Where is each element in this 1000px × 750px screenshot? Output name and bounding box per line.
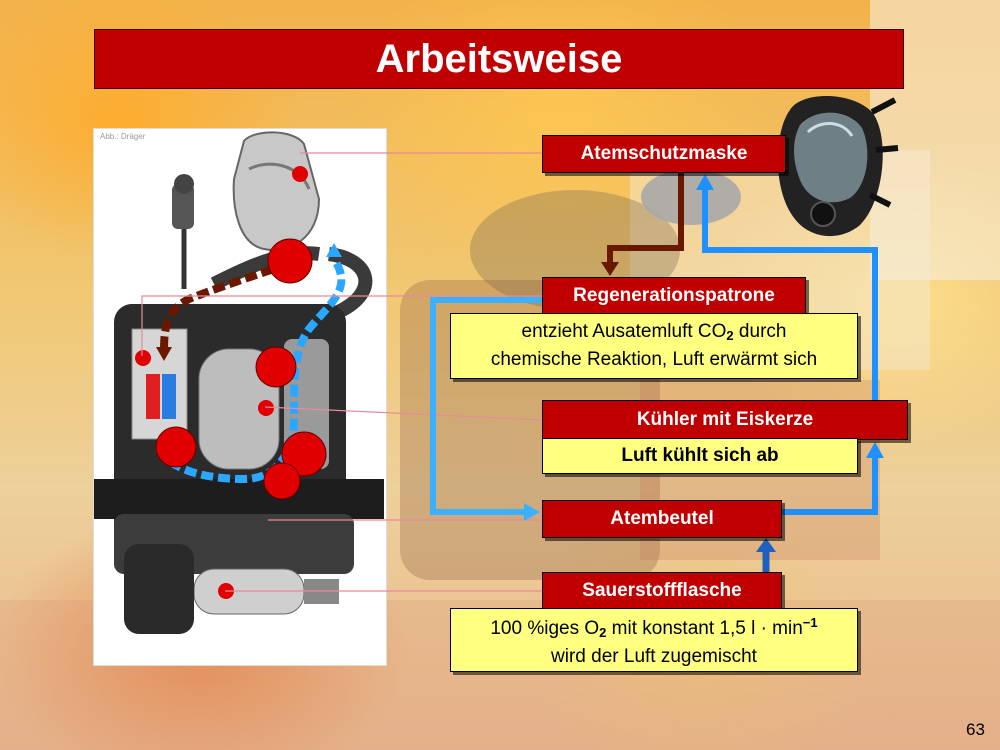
exhale-flow-arrow bbox=[601, 172, 684, 276]
title-bar: Arbeitsweise bbox=[94, 29, 904, 89]
oxygen-desc-line1: 100 %iges O2 mit konstant 1,5 l · min−1 bbox=[490, 615, 818, 640]
label-cooler: Kühler mit Eiskerze bbox=[542, 400, 908, 440]
flow-cartridge-to-bag bbox=[430, 297, 542, 521]
cartridge-desc-line1: entzieht Ausatemluft CO2 durch bbox=[521, 321, 787, 343]
oxygen-description: 100 %iges O2 mit konstant 1,5 l · min−1 … bbox=[450, 608, 858, 672]
apparatus-illustration bbox=[94, 131, 384, 634]
page-title: Arbeitsweise bbox=[375, 36, 623, 81]
cooler-description: Luft kühlt sich ab bbox=[542, 438, 858, 474]
flow-oxygen-to-bag bbox=[756, 538, 776, 572]
label-mask: Atemschutzmaske bbox=[542, 135, 786, 173]
label-cartridge: Regenerationspatrone bbox=[542, 277, 806, 315]
flow-bag-to-cooler bbox=[782, 442, 884, 515]
cartridge-desc-line2: chemische Reaktion, Luft erwärmt sich bbox=[490, 349, 818, 370]
photo-credit: Abb.: Dräger bbox=[100, 132, 146, 141]
label-bag: Atembeutel bbox=[542, 500, 782, 538]
oxygen-desc-line2: wird der Luft zugemischt bbox=[551, 646, 757, 667]
mask-illustration bbox=[777, 96, 899, 237]
page-number: 63 bbox=[966, 720, 985, 739]
label-oxygen: Sauerstoffflasche bbox=[542, 572, 782, 610]
leader-lines bbox=[141, 152, 543, 592]
apparatus-image: Abb.: Dräger bbox=[93, 128, 387, 666]
flow-cooler-to-mask bbox=[696, 174, 878, 400]
exhale-valve-shape bbox=[641, 169, 741, 225]
cartridge-description: entzieht Ausatemluft CO2 durch chemische… bbox=[450, 313, 858, 379]
